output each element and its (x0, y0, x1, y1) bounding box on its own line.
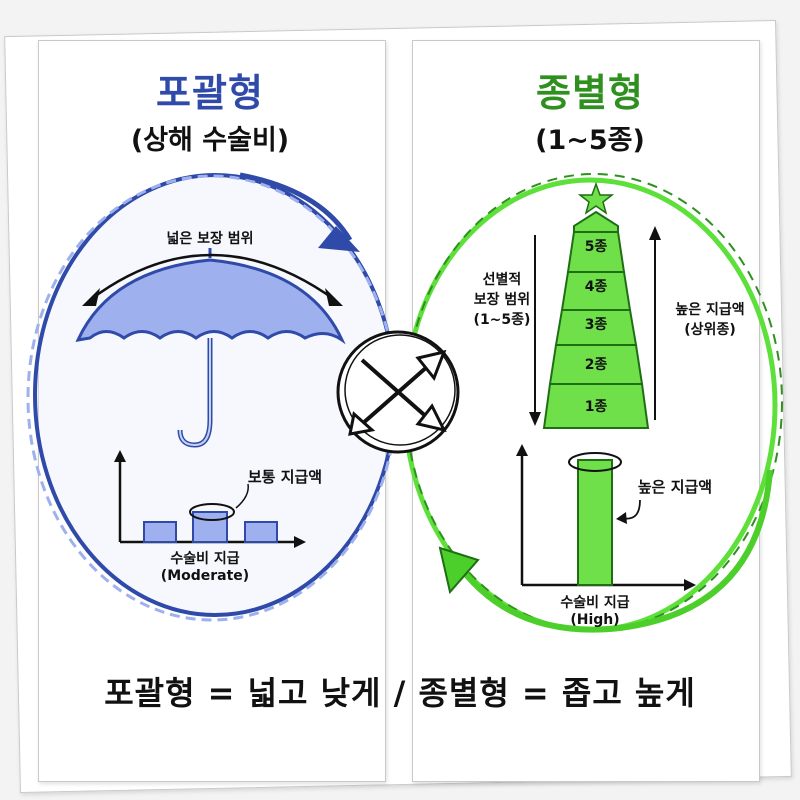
left-axis-label: 수술비 지급 (170, 551, 240, 567)
right-axis-sublabel: (High) (570, 612, 620, 628)
selective-line-3: (1~5종) (473, 312, 531, 328)
left-axis-sublabel: (Moderate) (160, 568, 250, 584)
coverage-label: 넓은 보장 범위 (166, 231, 254, 247)
left-title: 포괄형 (156, 71, 264, 115)
selective-line-2: 보장 범위 (473, 292, 531, 308)
tier-label-4: 4종 (584, 279, 608, 295)
left-cycle-arrowhead (318, 226, 360, 252)
tier-label-2: 2종 (584, 357, 608, 373)
summary-text: 포괄형 = 넓고 낮게 / 종별형 = 좁고 높게 (104, 674, 696, 712)
right-subtitle: (1~5종) (535, 125, 645, 156)
right-axis-label: 수술비 지급 (560, 595, 630, 611)
left-subtitle: (상해 수술비) (130, 125, 290, 156)
tier-tower (542, 181, 650, 429)
left-mini-chart (114, 450, 306, 548)
tier-label-3: 3종 (584, 317, 608, 333)
right-cycle-arrowhead (438, 546, 480, 595)
right-title: 종별형 (536, 71, 644, 115)
right-mini-chart (516, 444, 696, 591)
umbrella-icon (75, 248, 346, 448)
selective-line-1: 선별적 (482, 272, 522, 288)
tier-label-1: 1종 (584, 399, 608, 415)
swap-arrows-icon (336, 330, 460, 454)
high-amount-line-1: 높은 지급액 (675, 302, 745, 318)
bar-high-amount-label: 높은 지급액 (637, 478, 713, 496)
selective-coverage-label: 선별적 보장 범위 (1~5종) (462, 270, 542, 330)
high-amount-line-2: (상위종) (684, 322, 736, 338)
high-amount-label: 높은 지급액 (상위종) (660, 300, 760, 340)
star-icon (577, 181, 615, 215)
tier-label-5: 5종 (584, 239, 608, 255)
moderate-amount-label: 보통 지급액 (247, 468, 323, 486)
